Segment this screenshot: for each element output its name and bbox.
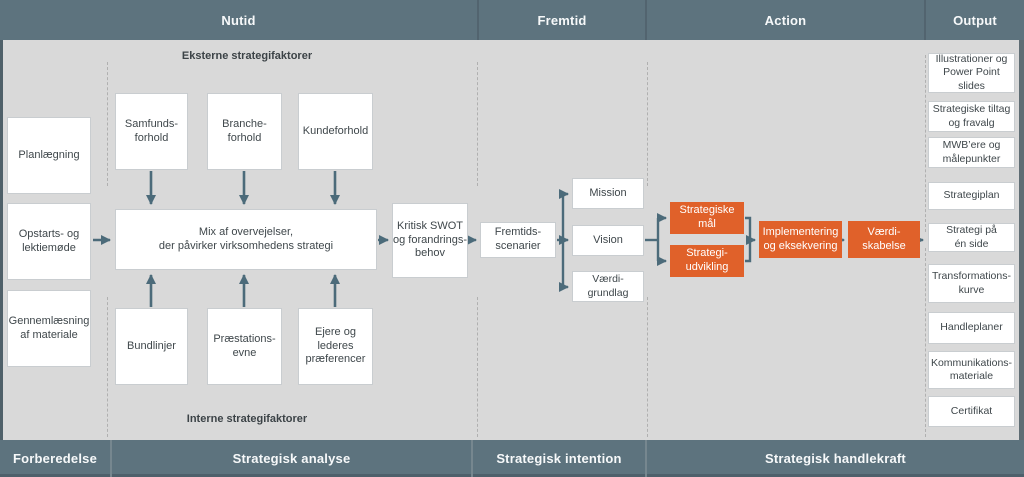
dashed-separator (925, 55, 926, 232)
phase-forberedelse: Forberedelse (12, 451, 98, 466)
phase-strategisk-analyse: Strategisk analyse (232, 451, 351, 466)
box-strategiudvikling: Strategi- udvikling (670, 245, 744, 277)
dashed-separator (107, 62, 108, 186)
box-implementering: Implementering og eksekvering (759, 221, 842, 258)
box-output-certifikat: Certifikat (928, 396, 1015, 427)
box-strategiske-maal: Strategiske mål (670, 202, 744, 234)
box-vaerdigrundlag: Værdi- grundlag (572, 271, 644, 302)
box-output-strategiplan: Strategiplan (928, 182, 1015, 210)
top-bar-divider (924, 0, 926, 40)
phase-action: Action (764, 12, 807, 28)
box-vaerdiskabelse: Værdi- skabelse (848, 221, 920, 258)
box-output-illustrationer: Illustrationer og Power Point slides (928, 53, 1015, 93)
phase-fremtid: Fremtid (537, 12, 587, 28)
box-output-mwbere: MWB’ere og målepunkter (928, 137, 1015, 168)
box-vision: Vision (572, 225, 644, 256)
box-bundlinjer: Bundlinjer (115, 308, 188, 385)
bottom-bar-divider (110, 440, 112, 477)
box-mix-overvejelser: Mix af overvejelser, der påvirker virkso… (115, 209, 377, 270)
box-kundeforhold: Kundeforhold (298, 93, 373, 170)
box-opstartsmoede: Opstarts- og lektiemøde (7, 203, 91, 280)
box-ejere-praeferencer: Ejere og lederes præferencer (298, 308, 373, 385)
label-internal-factors: Interne strategifaktorer (186, 413, 308, 425)
box-praestationsevne: Præstations- evne (207, 308, 282, 385)
box-gennemlaesning: Gennemlæsning af materiale (7, 290, 91, 367)
box-mission: Mission (572, 178, 644, 209)
bottom-phase-bar: Forberedelse Strategisk analyse Strategi… (0, 440, 1024, 477)
phase-nutid: Nutid (221, 12, 256, 28)
phase-strategisk-handlekraft: Strategisk handlekraft (765, 451, 906, 466)
dashed-separator (925, 248, 926, 437)
box-output-tiltag-fravalg: Strategiske tiltag og fravalg (928, 101, 1015, 132)
box-brancheforhold: Branche- forhold (207, 93, 282, 170)
bottom-bar-divider (645, 440, 647, 477)
top-phase-bar: Nutid Fremtid Action Output (0, 0, 1024, 40)
dashed-separator (647, 297, 648, 437)
dashed-separator (647, 62, 648, 186)
top-bar-divider (477, 0, 479, 40)
box-kritisk-swot: Kritisk SWOT og forandrings- behov (392, 203, 468, 278)
dashed-separator (477, 297, 478, 437)
dashed-separator (107, 297, 108, 437)
box-output-strategi-en-side: Strategi på én side (928, 223, 1015, 252)
top-bar-divider (645, 0, 647, 40)
box-planlaegning: Planlægning (7, 117, 91, 194)
box-samfundsforhold: Samfunds- forhold (115, 93, 188, 170)
box-fremtidsscenarier: Fremtids- scenarier (480, 222, 556, 258)
phase-strategisk-intention: Strategisk intention (496, 451, 622, 466)
box-output-kommunikation: Kommunikations- materiale (928, 351, 1015, 389)
left-frame-edge (0, 40, 3, 440)
box-output-handleplaner: Handleplaner (928, 312, 1015, 344)
bottom-bar-divider (471, 440, 473, 477)
phase-output: Output (953, 12, 997, 28)
box-output-transformationskurve: Transformations- kurve (928, 264, 1015, 303)
label-external-factors: Eksterne strategifaktorer (181, 50, 313, 62)
right-frame-edge (1019, 40, 1024, 440)
dashed-separator (477, 62, 478, 186)
